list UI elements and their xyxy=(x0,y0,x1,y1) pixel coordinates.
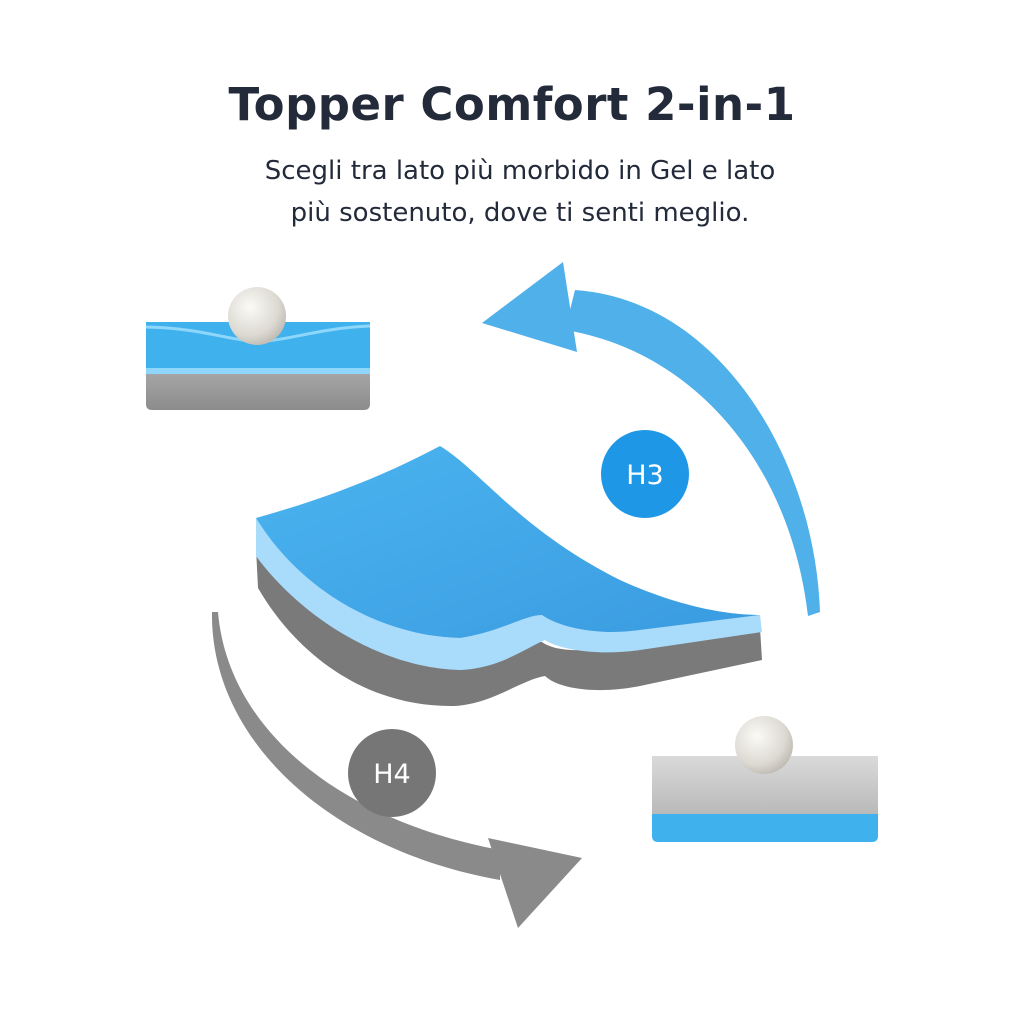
page-subtitle: Scegli tra lato più morbido in Gel e lat… xyxy=(200,150,840,234)
gray-rotate-arrow-icon xyxy=(211,612,582,928)
page-title: Topper Comfort 2-in-1 xyxy=(228,78,796,131)
blue-rotate-arrow-icon xyxy=(482,262,820,616)
h3-badge: H3 xyxy=(601,430,689,518)
h4-badge-label: H4 xyxy=(373,759,410,790)
gel-side-up-icon xyxy=(145,287,371,410)
h3-badge-label: H3 xyxy=(626,460,663,491)
flexible-topper-icon xyxy=(256,446,762,706)
subtitle-line-1: Scegli tra lato più morbido in Gel e lat… xyxy=(264,156,776,186)
h4-badge: H4 xyxy=(348,729,436,817)
subtitle-line-2: più sostenuto, dove ti senti meglio. xyxy=(290,198,750,228)
firm-side-up-icon xyxy=(652,716,878,842)
